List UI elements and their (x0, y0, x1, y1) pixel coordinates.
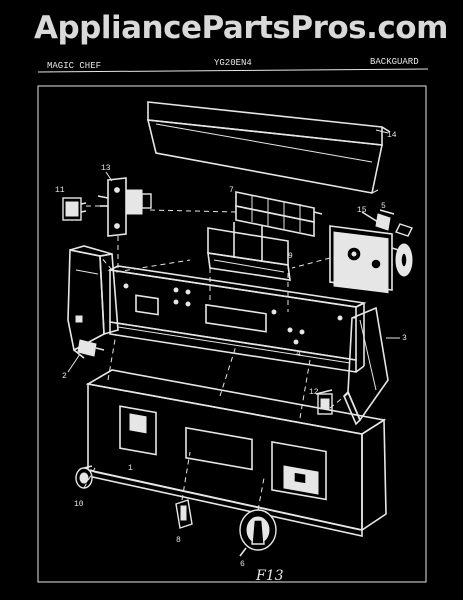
callout-1: 1 (128, 464, 133, 473)
part-2-left-endcap (67, 245, 119, 359)
part-7-terminal-block (235, 191, 323, 237)
callout-10: 10 (74, 500, 84, 509)
part-1-control-panel (85, 369, 387, 537)
header-brand: MAGIC CHEF (47, 61, 101, 71)
callout-8: 8 (176, 536, 181, 545)
header-rule (37, 68, 429, 73)
part-13-bracket (97, 177, 152, 237)
callout-2: 2 (62, 372, 67, 381)
part-11-switch (62, 197, 87, 221)
page-frame (37, 85, 427, 583)
callout-3: 3 (402, 334, 407, 343)
callout-11: 11 (55, 186, 65, 195)
part-3-right-endcap (343, 306, 389, 426)
part-6-knob (239, 509, 277, 557)
callout-14: 14 (387, 131, 397, 140)
callout-9: 9 (288, 252, 293, 261)
watermark-text: AppliancePartsPros.com (34, 10, 448, 46)
callout-6: 6 (240, 560, 245, 569)
part-15-clock-timer (329, 209, 413, 294)
callout-4: 4 (296, 350, 301, 359)
part-9-mount (207, 222, 291, 281)
callout-15: 15 (357, 206, 367, 215)
callout-5: 5 (381, 202, 386, 211)
callout-7: 7 (229, 186, 234, 195)
callout-13: 13 (101, 164, 111, 173)
part-8-knob (175, 499, 193, 529)
part-14-top-trim (146, 101, 391, 194)
backguard-main-panel (107, 265, 367, 373)
header-model: YG20EN4 (214, 58, 252, 68)
figure-label: F13 (255, 568, 284, 584)
header-section: BACKGUARD (370, 57, 419, 67)
callout-12: 12 (309, 388, 319, 397)
assembly-dashed-lines (83, 205, 356, 511)
